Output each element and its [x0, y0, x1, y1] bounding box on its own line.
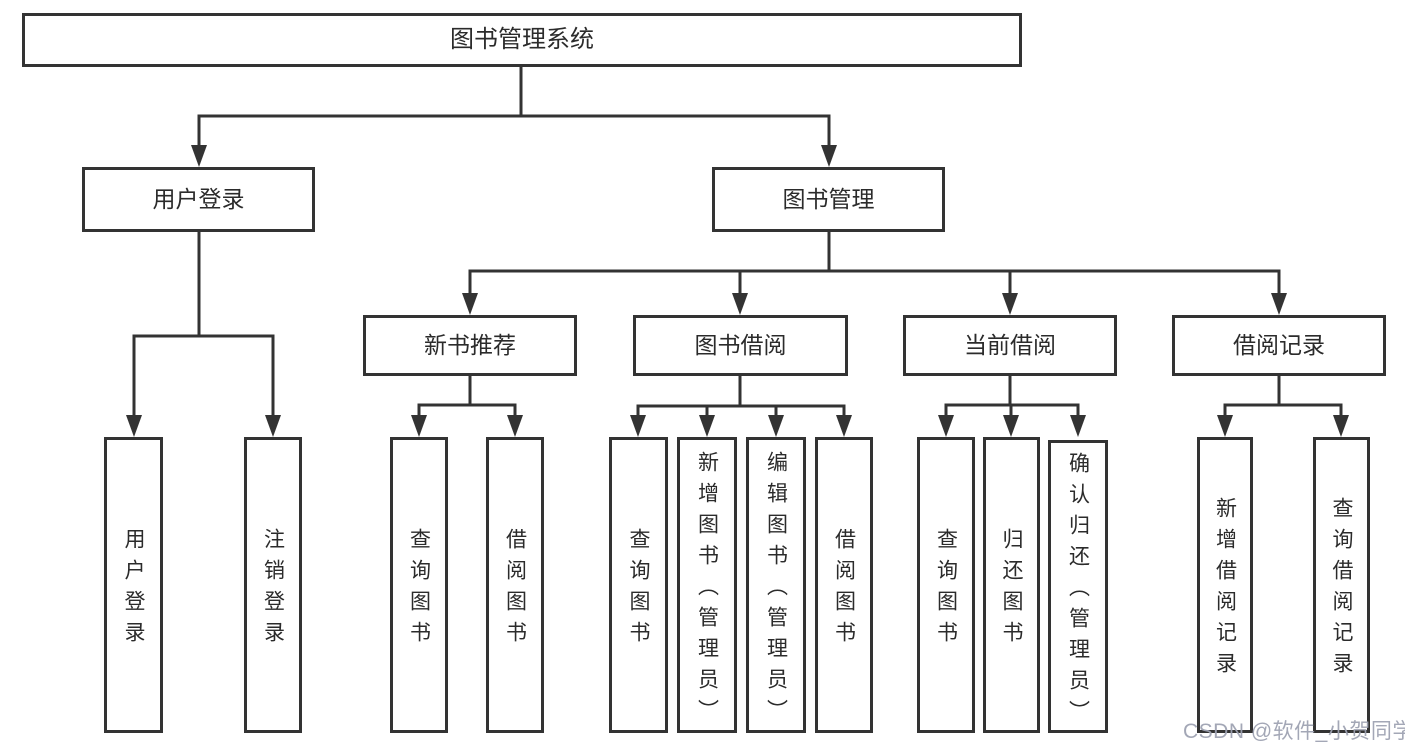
leaf-label: 新增图书（管理员）	[695, 450, 719, 730]
leaf-user-login: 用户登录	[104, 437, 163, 733]
leaf-label: 注销登录	[261, 528, 285, 652]
leaf-recommend-query-books: 查询图书	[390, 437, 448, 733]
node-label: 借阅记录	[1233, 332, 1325, 358]
node-label: 新书推荐	[424, 332, 516, 358]
leaf-borrowing-borrow-books: 借阅图书	[815, 437, 873, 733]
leaf-logout: 注销登录	[244, 437, 302, 733]
leaf-label: 归还图书	[1000, 528, 1023, 652]
node-label: 图书管理	[782, 186, 875, 212]
leaf-query-borrow-record: 查询借阅记录	[1313, 437, 1370, 733]
leaf-current-query-books: 查询图书	[917, 437, 975, 733]
leaf-recommend-borrow-books: 借阅图书	[486, 437, 544, 733]
node-user-login: 用户登录	[82, 167, 315, 232]
node-label: 用户登录	[152, 186, 245, 212]
leaf-label: 查询图书	[407, 528, 431, 652]
leaf-label: 查询图书	[627, 528, 650, 652]
leaf-label: 查询图书	[934, 528, 958, 652]
leaf-label: 查询借阅记录	[1330, 497, 1353, 683]
leaf-label: 用户登录	[122, 528, 145, 652]
leaf-label: 编辑图书（管理员）	[764, 450, 788, 730]
leaf-borrowing-query-books: 查询图书	[609, 437, 668, 733]
watermark: CSDN @软件_小贺同学	[1183, 720, 1405, 743]
node-label: 图书管理系统	[450, 26, 594, 53]
node-new-book-recommend: 新书推荐	[363, 315, 577, 376]
node-label: 当前借阅	[964, 332, 1056, 358]
leaf-label: 借阅图书	[503, 528, 527, 652]
leaf-label: 借阅图书	[832, 528, 856, 652]
leaf-add-borrow-record: 新增借阅记录	[1197, 437, 1253, 733]
node-book-management: 图书管理	[712, 167, 945, 232]
leaf-edit-books-admin: 编辑图书（管理员）	[746, 437, 806, 733]
leaf-label: 确认归还（管理员）	[1066, 452, 1090, 731]
leaf-return-books: 归还图书	[983, 437, 1040, 733]
node-root-system: 图书管理系统	[22, 13, 1022, 67]
leaf-label: 新增借阅记录	[1213, 497, 1237, 683]
leaf-confirm-return-admin: 确认归还（管理员）	[1048, 440, 1108, 733]
node-borrowing-records: 借阅记录	[1172, 315, 1386, 376]
node-current-borrowing: 当前借阅	[903, 315, 1117, 376]
arrowhead-icons	[126, 145, 1349, 437]
node-book-borrowing: 图书借阅	[633, 315, 848, 376]
leaf-add-books-admin: 新增图书（管理员）	[677, 437, 737, 733]
node-label: 图书借阅	[694, 332, 787, 358]
